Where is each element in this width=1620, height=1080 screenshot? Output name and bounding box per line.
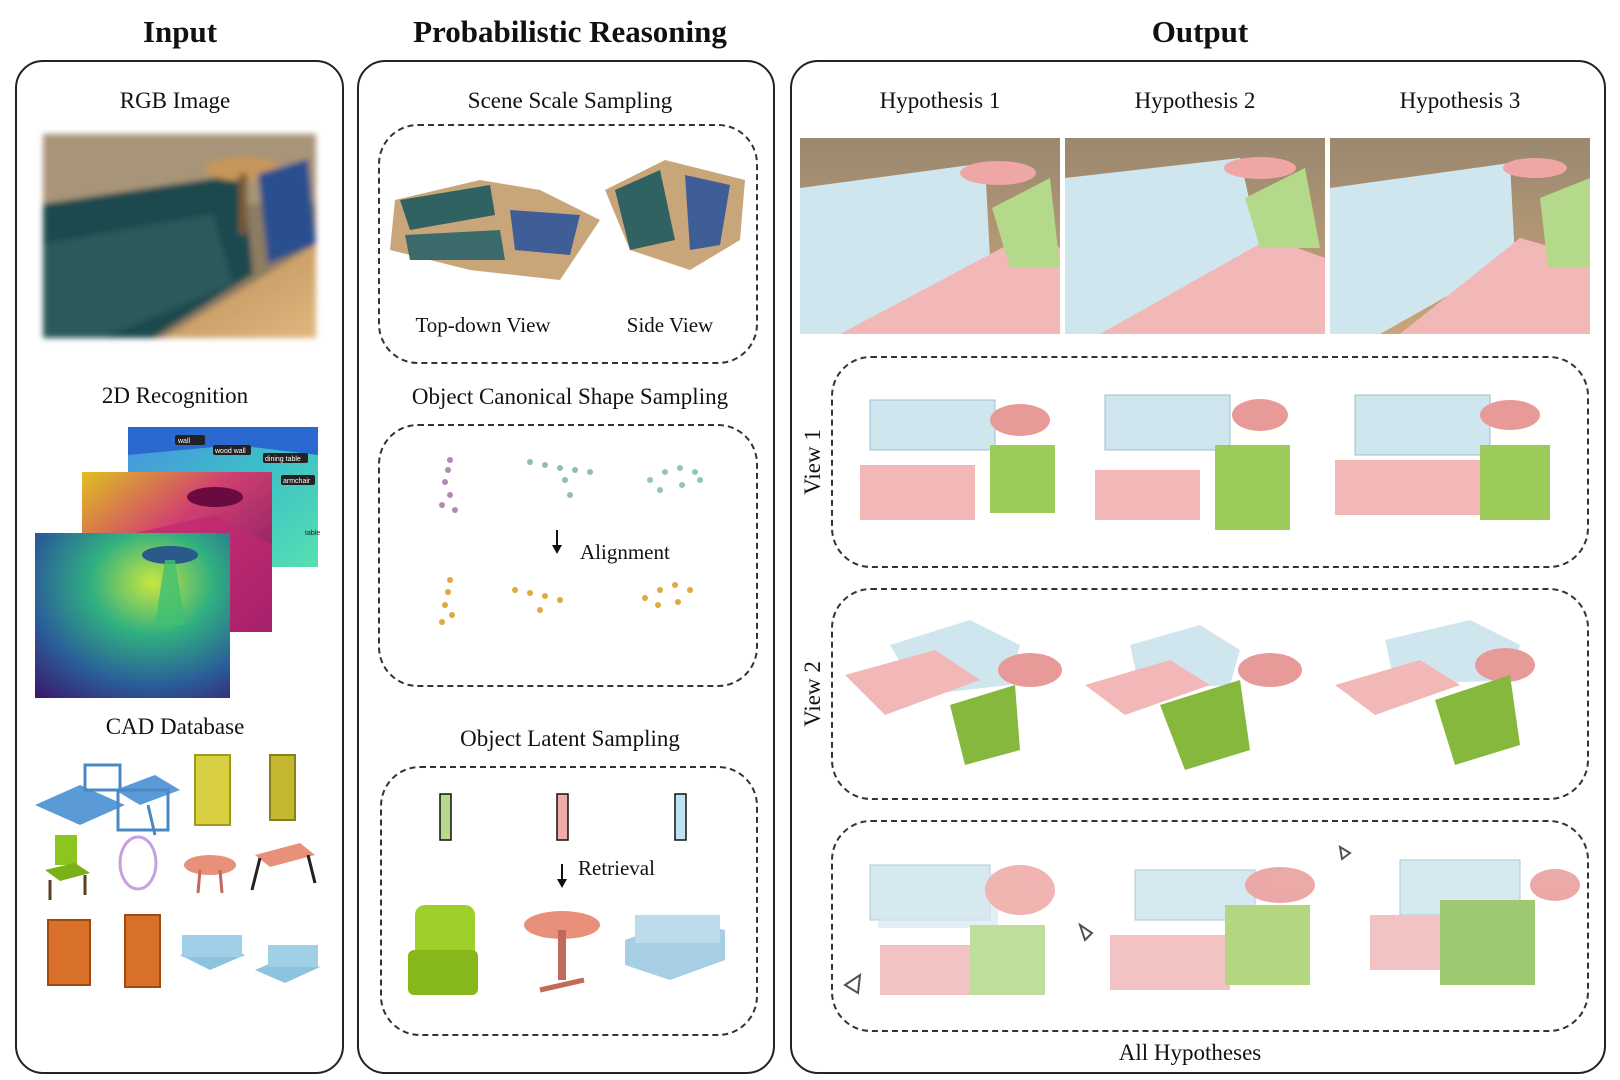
retrieval-label: Retrieval: [578, 856, 655, 880]
input-column-title: Input: [142, 14, 218, 49]
latent-sampling-label: Object Latent Sampling: [460, 726, 680, 751]
tag-wood-wall: wood wall: [214, 448, 246, 455]
latent-retrieval: [408, 793, 725, 995]
hypothesis-1-render: [800, 138, 1060, 334]
shape-sampling-box: [378, 424, 758, 687]
latent-sampling-box: [380, 766, 758, 1036]
aligned-cloud-sofa: [642, 582, 693, 608]
retrieved-sofa: [625, 915, 725, 980]
hypothesis-renders: [800, 138, 1590, 334]
alignment-label: Alignment: [580, 540, 670, 564]
view-1-hypothesis-3: [1335, 394, 1550, 520]
hypothesis-3-label: Hypothesis 3: [1399, 88, 1521, 113]
cad-shelf-2: [269, 754, 296, 821]
tag-dining-table: dining table: [265, 456, 301, 463]
view-1-label: View 1: [800, 429, 825, 495]
retrieved-round-table: [524, 911, 600, 993]
shape-point-clouds: [439, 457, 703, 625]
aligned-cloud-table: [512, 587, 563, 613]
retrieved-armchair: [408, 905, 478, 995]
view-2-box: [831, 588, 1589, 800]
cad-wardrobe: [124, 914, 161, 988]
cad-bunk-bed: [115, 775, 180, 836]
hypothesis-1-label: Hypothesis 1: [879, 88, 1001, 113]
latent-vector-blue: [674, 793, 687, 841]
all-hypotheses-1: [843, 864, 1055, 995]
cad-shelf-1: [194, 754, 231, 826]
shape-cloud-table: [527, 459, 593, 498]
cad-dresser: [47, 919, 91, 986]
cad-egg-chair: [118, 835, 158, 891]
view-2-hypothesis-1: [845, 620, 1062, 765]
output-panel: [790, 60, 1606, 1074]
scale-sampling-box: [378, 124, 758, 364]
tag-table: table: [305, 530, 320, 537]
view-2-hypothesis-3: [1335, 620, 1535, 765]
scale-sampling-label: Scene Scale Sampling: [467, 88, 673, 113]
view-1-hypothesis-2: [1095, 394, 1290, 530]
shape-cloud-chair: [439, 457, 458, 513]
all-hypotheses-renders: [843, 845, 1580, 995]
output-column-title: Output: [1151, 14, 1249, 49]
hypothesis-3-render: [1330, 138, 1590, 334]
view-1-hypothesis-1: [860, 399, 1055, 520]
input-panel: [15, 60, 344, 1074]
rgb-image-label: RGB Image: [119, 88, 231, 113]
shape-cloud-sofa: [647, 465, 703, 493]
reasoning-panel: [357, 60, 775, 1074]
tag-wall: wall: [177, 438, 191, 445]
view-2-renders: [845, 620, 1535, 770]
cad-bed: [35, 763, 125, 825]
scale-point-clouds: [390, 160, 745, 280]
cad-sofa-2: [255, 945, 320, 983]
latent-vector-green: [439, 793, 452, 841]
all-hypotheses-3: [1338, 845, 1580, 985]
side-point-cloud: [605, 160, 745, 270]
cad-database-label: CAD Database: [105, 714, 245, 739]
all-hypotheses-label: All Hypotheses: [1118, 1040, 1262, 1065]
cad-thumbnails: [35, 754, 320, 988]
reasoning-column-title: Probabilistic Reasoning: [413, 14, 727, 49]
recognition-label: 2D Recognition: [101, 383, 249, 408]
cad-chair: [45, 835, 90, 900]
all-hypotheses-2: [1078, 867, 1315, 990]
view-2-hypothesis-2: [1085, 625, 1302, 770]
cad-sofa-1: [180, 935, 245, 970]
hypothesis-2-label: Hypothesis 2: [1134, 88, 1256, 113]
hypothesis-2-render: [1065, 138, 1325, 334]
side-view-label: Side View: [626, 313, 714, 337]
tag-armchair: armchair: [283, 478, 311, 485]
cad-round-table: [184, 855, 236, 894]
shape-sampling-label: Object Canonical Shape Sampling: [411, 384, 729, 409]
topdown-point-cloud: [390, 180, 600, 280]
aligned-cloud-chair: [439, 577, 455, 625]
view-2-label: View 2: [800, 661, 825, 727]
view-1-renders: [860, 394, 1550, 530]
cad-desk: [250, 843, 317, 891]
view-1-box: [831, 356, 1589, 568]
topdown-view-label: Top-down View: [415, 313, 551, 337]
rgb-image: [43, 134, 316, 338]
all-hypotheses-box: [831, 820, 1589, 1032]
latent-vector-pink: [556, 793, 569, 841]
recognition-maps: wall wood wall dining table armchair tab…: [35, 427, 320, 698]
